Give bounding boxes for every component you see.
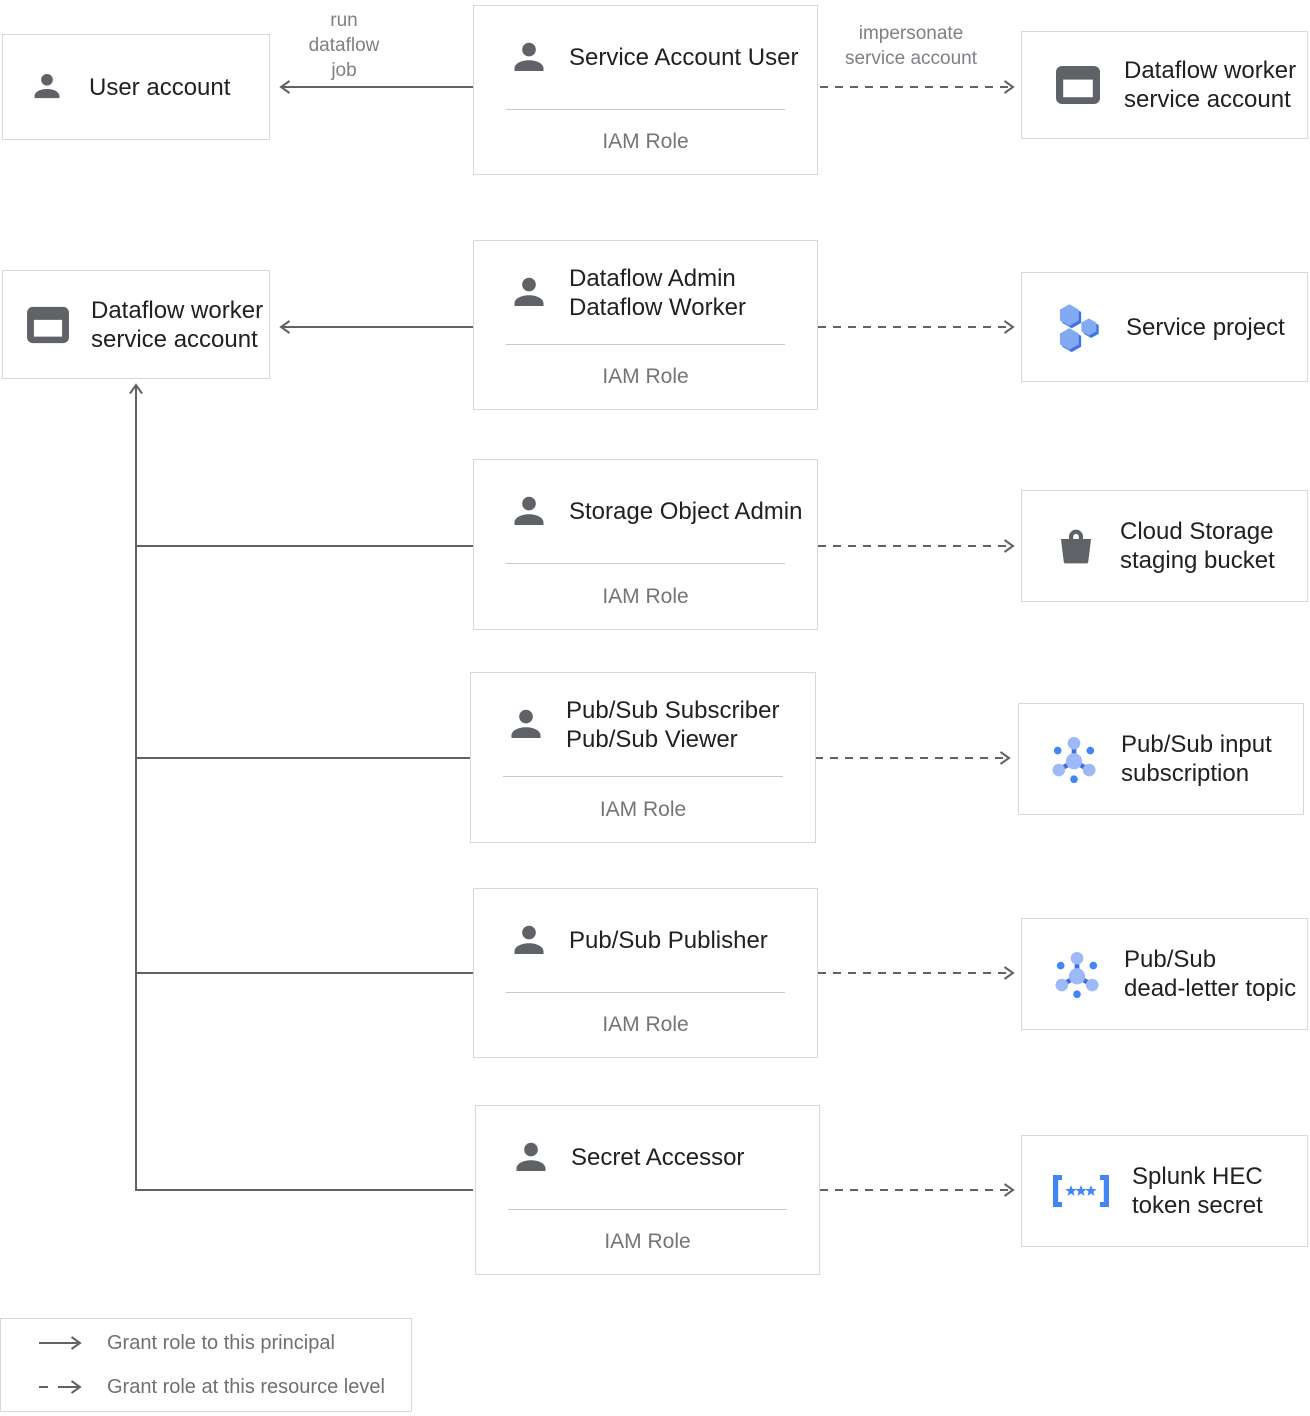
secret-brackets-icon xyxy=(1048,1171,1114,1211)
role-name: Secret Accessor xyxy=(571,1144,745,1171)
role-name: Pub/Sub Publisher xyxy=(569,927,768,954)
person-icon xyxy=(507,491,551,533)
node-label: Splunk HEC token secret xyxy=(1132,1163,1263,1219)
role-name: Storage Object Admin xyxy=(569,498,803,525)
edge-label-line: service account xyxy=(844,48,977,69)
node-role-dataflow-admin-worker: Dataflow Admin Dataflow Worker IAM Role xyxy=(473,240,818,410)
pubsub-topic-icon xyxy=(1047,732,1101,786)
person-icon xyxy=(509,1137,553,1179)
node-label: Pub/Sub dead-letter topic xyxy=(1124,946,1297,1002)
edge-label-line: dataflow xyxy=(308,35,380,56)
legend-dashed-label: Grant role at this resource level xyxy=(107,1375,385,1398)
node-service-project: Service project xyxy=(1021,272,1308,382)
node-user-account: User account xyxy=(2,34,270,140)
role-name: Dataflow Admin Dataflow Worker xyxy=(569,264,746,321)
person-icon xyxy=(507,920,551,962)
iam-role-label: IAM Role xyxy=(602,1013,689,1036)
edge-label-line: run xyxy=(330,10,358,31)
person-icon xyxy=(29,69,65,105)
edge-trunk-to-worker-sa xyxy=(129,383,473,1191)
iam-role-label: IAM Role xyxy=(602,584,689,608)
divider xyxy=(506,109,785,110)
legend: Grant role to this principal Grant role … xyxy=(0,1318,412,1412)
service-account-card-icon xyxy=(25,305,71,345)
role-name: Pub/Sub Subscriber Pub/Sub Viewer xyxy=(566,696,780,753)
divider xyxy=(506,563,785,564)
person-icon xyxy=(507,37,551,79)
node-label: Cloud Storage staging bucket xyxy=(1120,518,1275,574)
node-role-secret-accessor: Secret Accessor IAM Role xyxy=(475,1105,820,1275)
legend-row-dashed: Grant role at this resource level xyxy=(1,1365,411,1409)
pubsub-topic-icon xyxy=(1050,947,1104,1001)
node-role-storage-object-admin: Storage Object Admin IAM Role xyxy=(473,459,818,630)
edge-label-line: impersonate xyxy=(858,23,964,44)
dashed-arrow-icon xyxy=(39,1380,82,1394)
person-icon xyxy=(507,272,551,314)
node-label: User account xyxy=(89,73,231,101)
iam-role-label: IAM Role xyxy=(602,365,689,388)
solid-arrow-icon xyxy=(39,1336,82,1350)
divider xyxy=(506,344,785,345)
role-name: Service Account User xyxy=(569,44,799,71)
node-pubsub-dead-letter-topic: Pub/Sub dead-letter topic xyxy=(1021,918,1308,1030)
node-dataflow-worker-sa-right: Dataflow worker service account xyxy=(1021,31,1308,139)
node-role-service-account-user: Service Account User IAM Role xyxy=(473,5,818,175)
edge-label-impersonate: impersonate service account xyxy=(818,21,1004,71)
storage-bucket-icon xyxy=(1054,524,1098,568)
node-role-pubsub-publisher: Pub/Sub Publisher IAM Role xyxy=(473,888,818,1058)
node-splunk-hec-token-secret: Splunk HEC token secret xyxy=(1021,1135,1308,1247)
edge-label-run-dataflow-job: run dataflow job xyxy=(280,8,408,83)
node-label: Dataflow worker service account xyxy=(1124,57,1297,113)
divider xyxy=(503,776,783,777)
node-label: Dataflow worker service account xyxy=(91,296,264,353)
iam-role-label: IAM Role xyxy=(599,797,687,821)
node-role-pubsub-subscriber-viewer: Pub/Sub Subscriber Pub/Sub Viewer IAM Ro… xyxy=(470,672,816,843)
divider xyxy=(506,992,785,993)
legend-row-solid: Grant role to this principal xyxy=(1,1321,411,1365)
legend-solid-label: Grant role to this principal xyxy=(107,1331,335,1354)
edge-label-line: job xyxy=(331,60,357,81)
project-hexagons-icon xyxy=(1052,301,1104,353)
node-pubsub-input-subscription: Pub/Sub input subscription xyxy=(1018,703,1304,815)
iam-role-label: IAM Role xyxy=(602,130,689,153)
node-dataflow-worker-sa-left: Dataflow worker service account xyxy=(2,270,270,379)
node-label: Pub/Sub input subscription xyxy=(1121,731,1272,787)
divider xyxy=(508,1209,787,1210)
iam-role-label: IAM Role xyxy=(604,1230,691,1253)
node-label: Service project xyxy=(1126,313,1285,341)
service-account-card-icon xyxy=(1054,64,1102,106)
person-icon xyxy=(504,704,548,746)
node-cloud-storage-staging-bucket: Cloud Storage staging bucket xyxy=(1021,490,1308,602)
